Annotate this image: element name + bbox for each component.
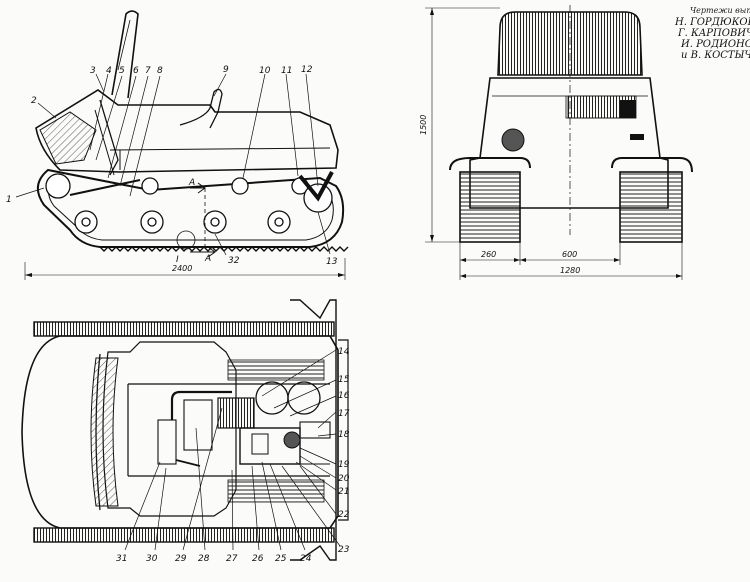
callout-20: 20 — [338, 474, 350, 484]
dimension-height: 1500 — [419, 115, 428, 135]
credit-name-4: и В. КОСТЫЧЕВ — [681, 50, 750, 61]
callout-8: 8 — [157, 66, 163, 76]
front-view-labels: 1500 260 600 1280 — [419, 115, 580, 275]
credits-heading: Чертежи выполнили — [690, 6, 750, 15]
callout-14: 14 — [338, 347, 350, 357]
top-track-upper — [33, 321, 335, 337]
battery — [183, 399, 213, 451]
callout-11: 11 — [281, 66, 292, 76]
section-mark: I — [176, 255, 179, 265]
callout-9: 9 — [223, 65, 229, 75]
fuel-tank — [157, 419, 177, 465]
track-right — [619, 171, 683, 243]
side-view-labels: 1 2 3 4 5 6 7 8 9 10 11 12 13 32 I А А 2… — [6, 65, 338, 273]
callout-2: 2 — [31, 96, 37, 106]
callout-15: 15 — [338, 375, 350, 385]
cut-mark-bottom: А — [204, 254, 211, 264]
dimension-track: 260 — [481, 250, 496, 259]
road-wheel — [267, 210, 291, 234]
callout-28: 28 — [198, 554, 210, 564]
callout-29: 29 — [175, 554, 187, 564]
callout-18: 18 — [338, 430, 350, 440]
callout-13: 13 — [326, 257, 338, 267]
callout-32: 32 — [228, 256, 240, 266]
track-belt — [37, 168, 345, 248]
callout-22: 22 — [338, 510, 350, 520]
callout-27: 27 — [226, 554, 238, 564]
callout-3: 3 — [90, 66, 96, 76]
credit-name-1: Н. ГОРДЮКОВ, — [674, 17, 750, 28]
engine — [217, 397, 255, 429]
top-hull — [21, 335, 339, 529]
callout-12: 12 — [301, 65, 313, 75]
return-roller — [141, 177, 159, 195]
front-view — [425, 5, 693, 280]
drive-sprocket — [45, 173, 71, 199]
callout-25: 25 — [275, 554, 287, 564]
callout-30: 30 — [146, 554, 158, 564]
callout-17: 17 — [338, 409, 350, 419]
road-wheel — [74, 210, 98, 234]
callout-31: 31 — [116, 554, 127, 564]
callout-23: 23 — [338, 545, 350, 555]
credit-name-3: И. РОДИОНОВ — [680, 39, 750, 50]
callout-6: 6 — [133, 66, 139, 76]
callout-10: 10 — [259, 66, 271, 76]
dimension-gap: 600 — [562, 250, 577, 259]
callout-24: 24 — [300, 554, 312, 564]
road-wheel — [140, 210, 164, 234]
dimension-width: 1280 — [560, 266, 580, 275]
credits-block: Чертежи выполнили Н. ГОРДЮКОВ, Г. КАРПОВ… — [674, 6, 750, 61]
callout-19: 19 — [338, 460, 350, 470]
headlight — [501, 128, 525, 152]
road-wheel — [203, 210, 227, 234]
body-hull — [35, 89, 339, 173]
top-view — [21, 299, 349, 561]
callout-21: 21 — [338, 487, 349, 497]
callout-7: 7 — [145, 66, 151, 76]
windshield — [111, 10, 139, 99]
track-left — [459, 171, 521, 243]
callout-5: 5 — [119, 66, 125, 76]
cut-mark-top: А — [188, 178, 195, 188]
dimension-length: 2400 — [172, 264, 192, 273]
return-roller — [231, 177, 249, 195]
callout-26: 26 — [252, 554, 264, 564]
callout-1: 1 — [6, 195, 12, 205]
credit-name-2: Г. КАРПОВИЧ, — [677, 28, 750, 39]
seat — [179, 88, 223, 129]
top-view-labels: 14 15 16 17 18 19 20 21 22 23 31 30 29 2… — [116, 347, 350, 564]
side-view — [15, 10, 349, 280]
callout-16: 16 — [338, 391, 350, 401]
callout-4: 4 — [106, 66, 112, 76]
top-track-lower — [33, 527, 335, 543]
